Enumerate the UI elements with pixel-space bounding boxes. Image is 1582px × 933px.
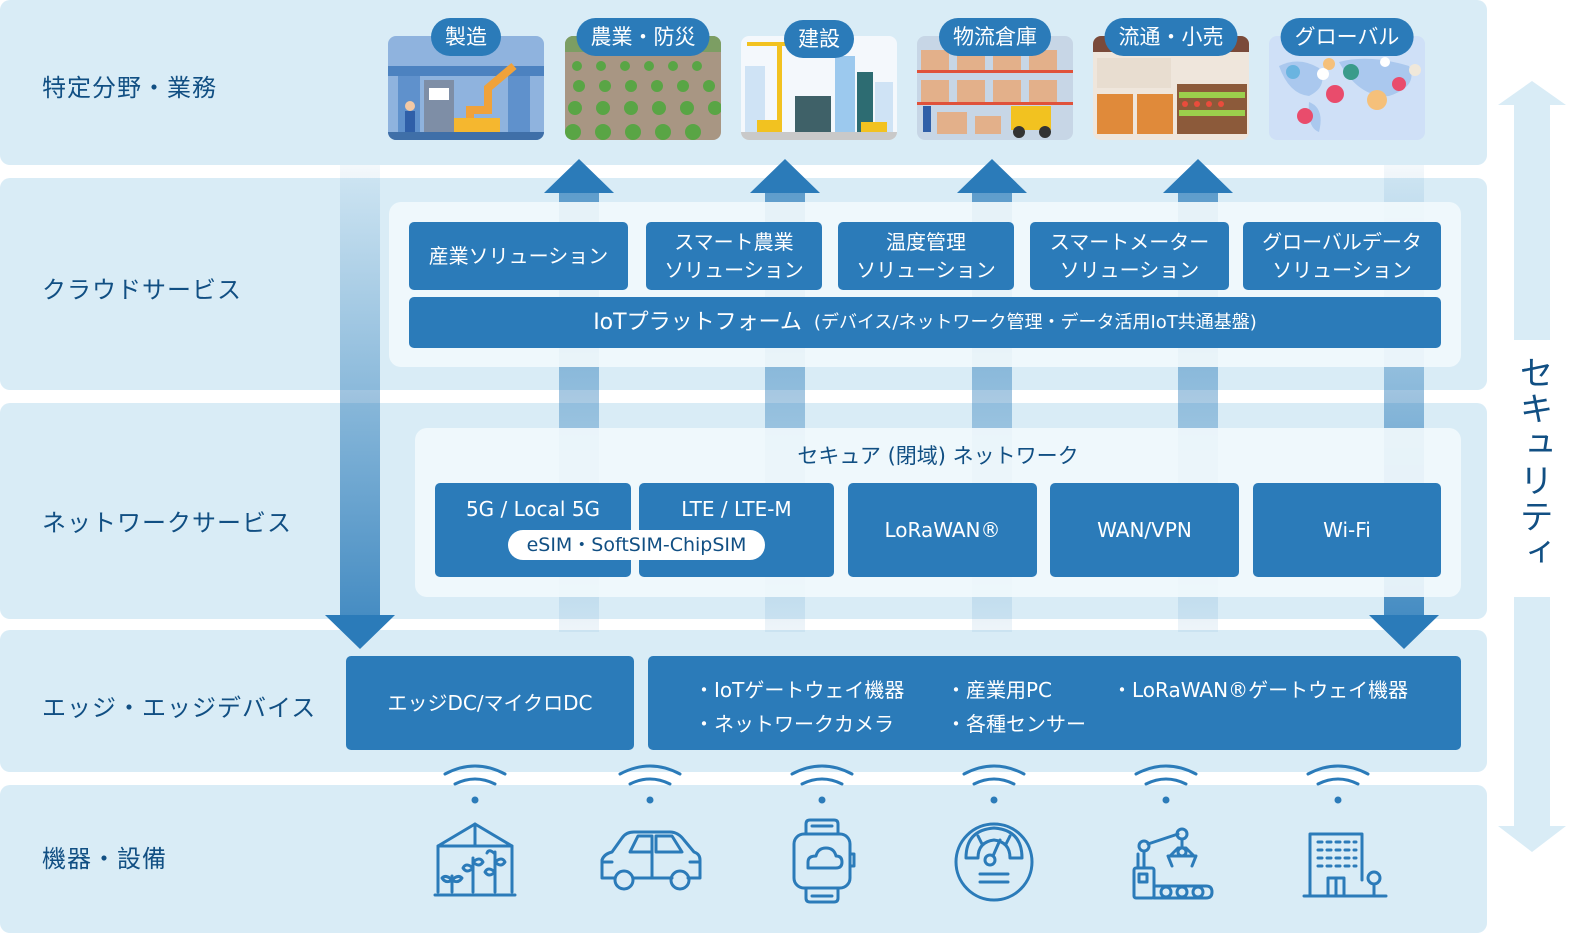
solution-label: ソリューション: [664, 258, 804, 282]
edge-device-item: ・各種センサー: [946, 712, 1086, 736]
network-label: WAN/VPN: [1097, 518, 1192, 542]
edge-device-item: ・IoTゲートウェイ機器: [694, 678, 905, 702]
wifi-icon: [618, 764, 682, 804]
robot-arm-conveyor-icon: [1132, 827, 1214, 900]
security-arrow-up-head: [1498, 81, 1566, 105]
layer-label: クラウドサービス: [42, 276, 242, 304]
down-arrow-shaft: [340, 165, 380, 620]
solution-label: ソリューション: [1272, 258, 1412, 282]
solution-card-smart-meter[interactable]: スマートメーターソリューション: [1030, 222, 1229, 290]
industry-label: 物流倉庫: [939, 18, 1051, 56]
solution-label: スマートメーター: [1049, 230, 1210, 254]
iot-platform-title: IoTプラットフォーム: [593, 309, 802, 335]
edge-dc-label: エッジDC/マイクロDC: [387, 691, 593, 715]
network-label: LoRaWAN®: [884, 518, 1001, 542]
edge-dc-card[interactable]: エッジDC/マイクロDC: [346, 656, 634, 750]
down-arrow-head: [325, 615, 395, 649]
solution-label: ソリューション: [856, 258, 996, 282]
equipment-meter[interactable]: [934, 762, 1054, 912]
security-label: セキュリティ: [1513, 355, 1553, 571]
edge-device-item: ・ネットワークカメラ: [694, 712, 894, 736]
industry-label: 農業・防災: [576, 18, 710, 56]
solution-label: 温度管理: [885, 230, 966, 254]
network-card-wan-vpn[interactable]: WAN/VPN: [1050, 483, 1239, 577]
industry-label: 製造: [431, 18, 501, 56]
edge-device-item: ・LoRaWAN®ゲートウェイ機器: [1112, 678, 1409, 702]
network-card-wifi[interactable]: Wi-Fi: [1253, 483, 1441, 577]
industry-label: 建設: [784, 20, 854, 58]
network-label: 5G / Local 5G: [465, 497, 601, 521]
secure-network-title: セキュア (閉域) ネットワーク: [797, 444, 1079, 468]
security-arrow-down-head: [1498, 826, 1566, 852]
up-arrow-head: [1163, 159, 1233, 193]
solution-label: スマート農業: [674, 230, 794, 254]
solution-label: ソリューション: [1059, 258, 1200, 282]
wifi-icon: [443, 764, 507, 804]
network-label: Wi-Fi: [1323, 518, 1371, 542]
smartwatch-icon: [792, 818, 856, 904]
meter-gauge-icon: [954, 822, 1034, 902]
industry-label: グローバル: [1280, 18, 1414, 56]
down-arrow-head: [1369, 615, 1439, 649]
sim-badge: eSIM・SoftSIM-ChipSIM: [508, 530, 765, 560]
equipment-robot-arm[interactable]: [1106, 762, 1226, 912]
car-icon: [600, 830, 702, 891]
industry-label: 流通・小売: [1104, 18, 1238, 56]
up-arrow-head: [957, 159, 1027, 193]
construction-crane-illustration: [741, 36, 897, 140]
wifi-icon: [962, 764, 1026, 804]
security-arrow-lower-shaft: [1514, 597, 1550, 827]
iot-platform-subtitle: (デバイス/ネットワーク管理・データ活用IoT共通基盤): [813, 311, 1257, 333]
equipment-building[interactable]: [1278, 762, 1398, 912]
layer-label: ネットワークサービス: [42, 509, 292, 537]
up-arrow-head: [544, 159, 614, 193]
wifi-icon: [790, 764, 854, 804]
wifi-icon: [1306, 764, 1370, 804]
layer-label: エッジ・エッジデバイス: [42, 694, 317, 722]
solution-label: グローバルデータ: [1262, 230, 1422, 254]
up-arrow-head: [750, 159, 820, 193]
solution-card-industrial[interactable]: 産業ソリューション: [409, 222, 628, 290]
layer-label: 機器・設備: [42, 845, 167, 873]
security-arrow-upper-shaft: [1514, 104, 1550, 340]
industry-card-construction[interactable]: [741, 36, 897, 140]
equipment-greenhouse[interactable]: [415, 762, 535, 912]
equipment-car[interactable]: [590, 762, 710, 912]
layer-label: 特定分野・業務: [42, 74, 217, 102]
edge-device-item: ・産業用PC: [946, 678, 1053, 702]
solution-label: 産業ソリューション: [428, 244, 609, 268]
network-label: LTE / LTE-M: [681, 497, 792, 521]
solution-card-temperature[interactable]: 温度管理ソリューション: [838, 222, 1014, 290]
building-icon: [1302, 832, 1388, 898]
solution-card-smart-agriculture[interactable]: スマート農業ソリューション: [646, 222, 822, 290]
equipment-smartwatch[interactable]: [762, 762, 882, 912]
wifi-icon: [1134, 764, 1198, 804]
layer-equipment: 機器・設備: [0, 785, 1487, 933]
network-card-lorawan[interactable]: LoRaWAN®: [848, 483, 1037, 577]
greenhouse-icon: [433, 822, 517, 897]
solution-card-global-data[interactable]: グローバルデータソリューション: [1243, 222, 1441, 290]
iot-platform-bar[interactable]: IoTプラットフォーム (デバイス/ネットワーク管理・データ活用IoT共通基盤): [409, 297, 1441, 348]
edge-devices-card[interactable]: [648, 656, 1461, 750]
